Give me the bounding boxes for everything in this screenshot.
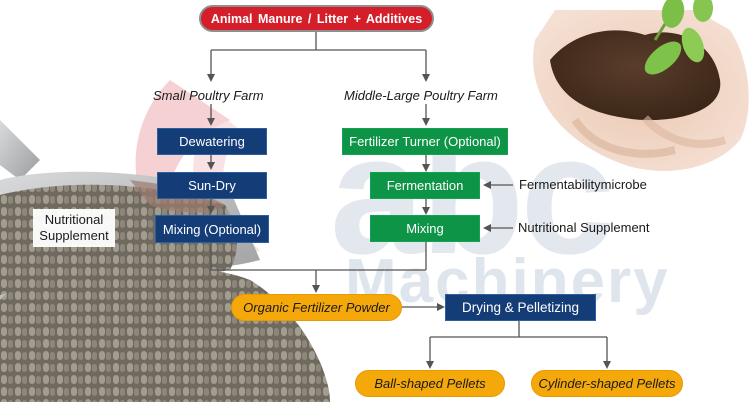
fertilizer-turner-step: Fertilizer Turner (Optional)	[342, 128, 508, 155]
organic-fertilizer-powder-node: Organic Fertilizer Powder	[231, 294, 402, 321]
hands-soil-seedling-image	[533, 0, 749, 172]
mixing-step: Mixing	[370, 215, 480, 242]
cylinder-shaped-pellets-output: Cylinder-shaped Pellets	[531, 370, 683, 397]
dewatering-step: Dewatering	[157, 128, 267, 155]
sun-dry-step: Sun-Dry	[157, 172, 267, 199]
fertilizer-pellets-scoop-image	[0, 120, 330, 402]
input-materials-node: Animal Manure / Litter + Additives	[199, 5, 434, 32]
small-poultry-farm-label: Small Poultry Farm	[153, 88, 264, 103]
ball-shaped-pellets-output: Ball-shaped Pellets	[355, 370, 505, 397]
fermentability-microbe-input: Fermentabilitymicrobe	[519, 177, 647, 192]
drying-pelletizing-step: Drying & Pelletizing	[445, 294, 596, 321]
fermentation-step: Fermentation	[370, 172, 480, 199]
nutritional-supplement-callout: Nutritional Supplement	[33, 209, 115, 247]
mixing-optional-step: Mixing (Optional)	[155, 215, 269, 243]
middle-large-poultry-farm-label: Middle-Large Poultry Farm	[344, 88, 498, 103]
nutritional-supplement-input-right: Nutritional Supplement	[518, 220, 650, 235]
